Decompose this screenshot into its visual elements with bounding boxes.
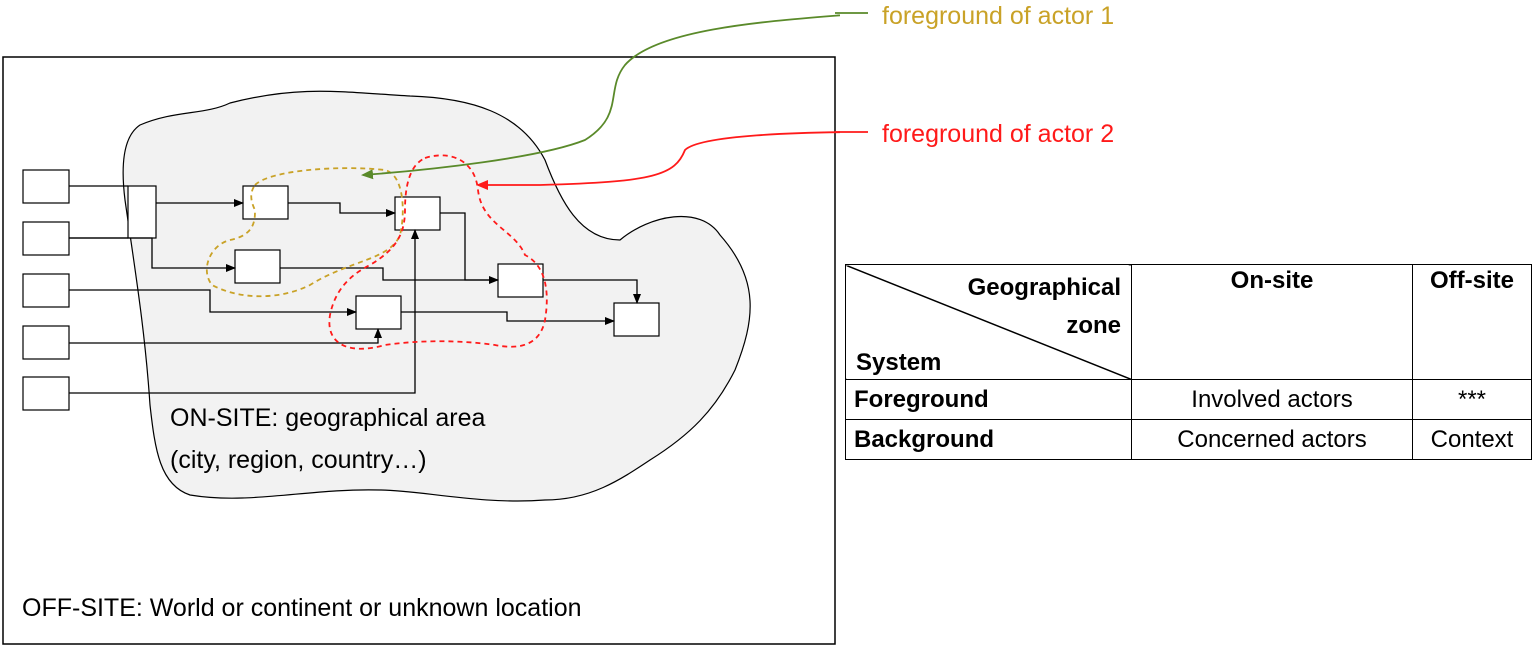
connector-arrow bbox=[440, 212, 498, 281]
col-header-offsite: Off-site bbox=[1412, 264, 1532, 380]
actor-box bbox=[242, 185, 289, 220]
connector-arrow bbox=[280, 267, 499, 284]
actor-box bbox=[613, 302, 660, 337]
row-label: Foreground bbox=[845, 379, 1132, 420]
actor2-foreground-outline bbox=[328, 154, 548, 350]
callout-labels: foreground of actor 1 foreground of acto… bbox=[835, 2, 1114, 148]
actor1-foreground-outline bbox=[205, 167, 404, 298]
table-row: Background Concerned actors Context bbox=[845, 419, 1532, 460]
col-header-onsite: On-site bbox=[1131, 264, 1413, 380]
source-box bbox=[22, 221, 70, 256]
source-box bbox=[22, 325, 70, 360]
actor-zone-diagram: ON-SITE: geographical area (city, region… bbox=[2, 14, 840, 645]
source-box bbox=[22, 376, 70, 411]
corner-zone-line1: Geographical bbox=[967, 274, 1121, 301]
connector-arrow bbox=[543, 279, 641, 304]
table-corner-cell: Geographical zone System bbox=[845, 264, 1132, 380]
actor1-callout-arrow bbox=[361, 14, 840, 180]
actor-box bbox=[497, 263, 544, 298]
connector-arrow bbox=[69, 237, 236, 272]
corner-system-header: System bbox=[856, 349, 942, 376]
source-box bbox=[22, 273, 70, 308]
actor-box bbox=[355, 295, 402, 330]
corner-zone-header: Geographical zone bbox=[968, 269, 1121, 345]
onsite-label: ON-SITE: geographical area bbox=[170, 404, 486, 432]
connector-arrow bbox=[69, 289, 357, 316]
actor2-callout-arrow bbox=[476, 131, 840, 190]
actor-box bbox=[234, 249, 281, 284]
connector-arrow bbox=[401, 311, 615, 325]
table-row: Foreground Involved actors *** bbox=[845, 379, 1532, 420]
cell-offsite: Context bbox=[1412, 419, 1532, 460]
offsite-label: OFF-SITE: World or continent or unknown … bbox=[22, 594, 582, 622]
actor2-label: foreground of actor 2 bbox=[882, 120, 1114, 148]
row-label: Background bbox=[845, 419, 1132, 460]
actor-box bbox=[127, 185, 157, 239]
cell-onsite: Concerned actors bbox=[1131, 419, 1413, 460]
connector-arrow bbox=[69, 328, 382, 344]
actor1-label: foreground of actor 1 bbox=[882, 2, 1114, 30]
zone-system-table: Geographical zone System On-site Off-sit… bbox=[845, 264, 1532, 460]
connector-arrow bbox=[288, 202, 396, 217]
connector-arrow bbox=[69, 229, 419, 394]
cell-offsite: *** bbox=[1412, 379, 1532, 420]
onsite-label-detail: (city, region, country…) bbox=[170, 446, 427, 474]
corner-zone-line2: zone bbox=[1066, 312, 1121, 339]
cell-onsite: Involved actors bbox=[1131, 379, 1413, 420]
source-box bbox=[22, 169, 70, 204]
